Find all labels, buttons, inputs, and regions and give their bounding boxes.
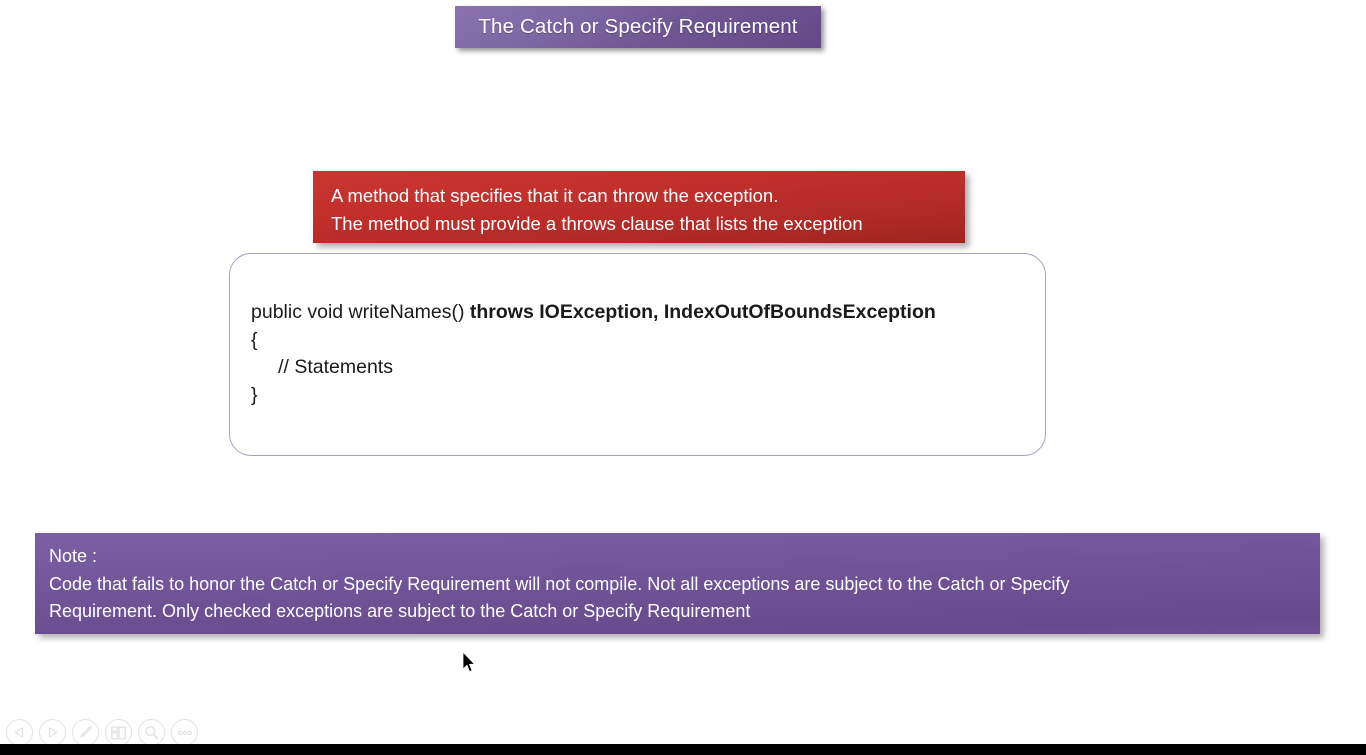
code-line-1-bold: throws IOException, IndexOutOfBoundsExce… (469, 301, 936, 323)
mouse-cursor (463, 652, 476, 673)
code-line-1: public void writeNames() throws IOExcept… (251, 299, 1031, 327)
pen-icon (80, 726, 92, 738)
note-heading: Note : (49, 546, 98, 566)
code-line-3: // Statements (251, 356, 393, 378)
slide-title-banner: The Catch or Specify Requirement (455, 6, 821, 48)
note-line-2: Requirement. Only checked exceptions are… (49, 601, 751, 621)
callout-line-1: A method that specifies that it can thro… (331, 185, 779, 206)
more-options-button[interactable] (171, 719, 198, 746)
slides-grid-icon (111, 725, 126, 739)
callout-line-2: The method must provide a throws clause … (331, 213, 863, 234)
slideshow-toolbar[interactable] (6, 719, 198, 746)
code-line-1-normal: public void writeNames() (251, 301, 470, 323)
code-sample-text: public void writeNames() throws IOExcept… (251, 299, 1031, 409)
all-slides-button[interactable] (105, 719, 132, 746)
previous-slide-button[interactable] (6, 719, 33, 746)
code-line-4: } (251, 383, 258, 406)
next-slide-button[interactable] (39, 719, 66, 746)
pen-tool-button[interactable] (72, 719, 99, 746)
triangle-right-icon (48, 727, 58, 738)
ellipsis-icon (177, 730, 192, 735)
code-sample-box (229, 253, 1046, 456)
note-line-1: Code that fails to honor the Catch or Sp… (49, 573, 1070, 594)
zoom-button[interactable] (138, 719, 165, 746)
page-title: The Catch or Specify Requirement (478, 15, 798, 38)
bottom-letterbox-bar (0, 744, 1366, 755)
callout-box-throws-description: A method that specifies that it can thro… (313, 171, 965, 243)
magnifier-icon (145, 726, 159, 740)
code-line-2: { (251, 328, 258, 351)
note-box: Note : Code that fails to honor the Catc… (35, 533, 1320, 634)
triangle-left-icon (14, 727, 24, 738)
